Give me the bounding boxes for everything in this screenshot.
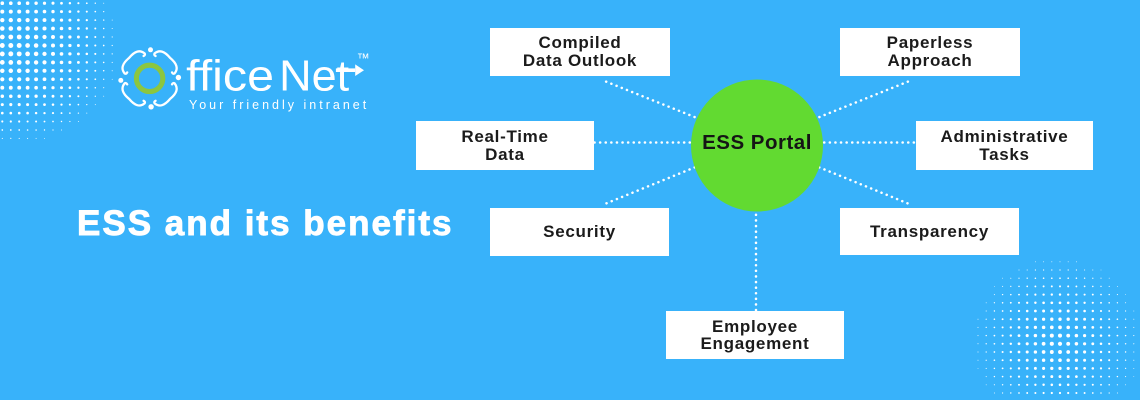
svg-text:Net: Net bbox=[279, 52, 349, 101]
svg-text:ffice: ffice bbox=[186, 52, 274, 101]
svg-text:™: ™ bbox=[357, 51, 370, 66]
